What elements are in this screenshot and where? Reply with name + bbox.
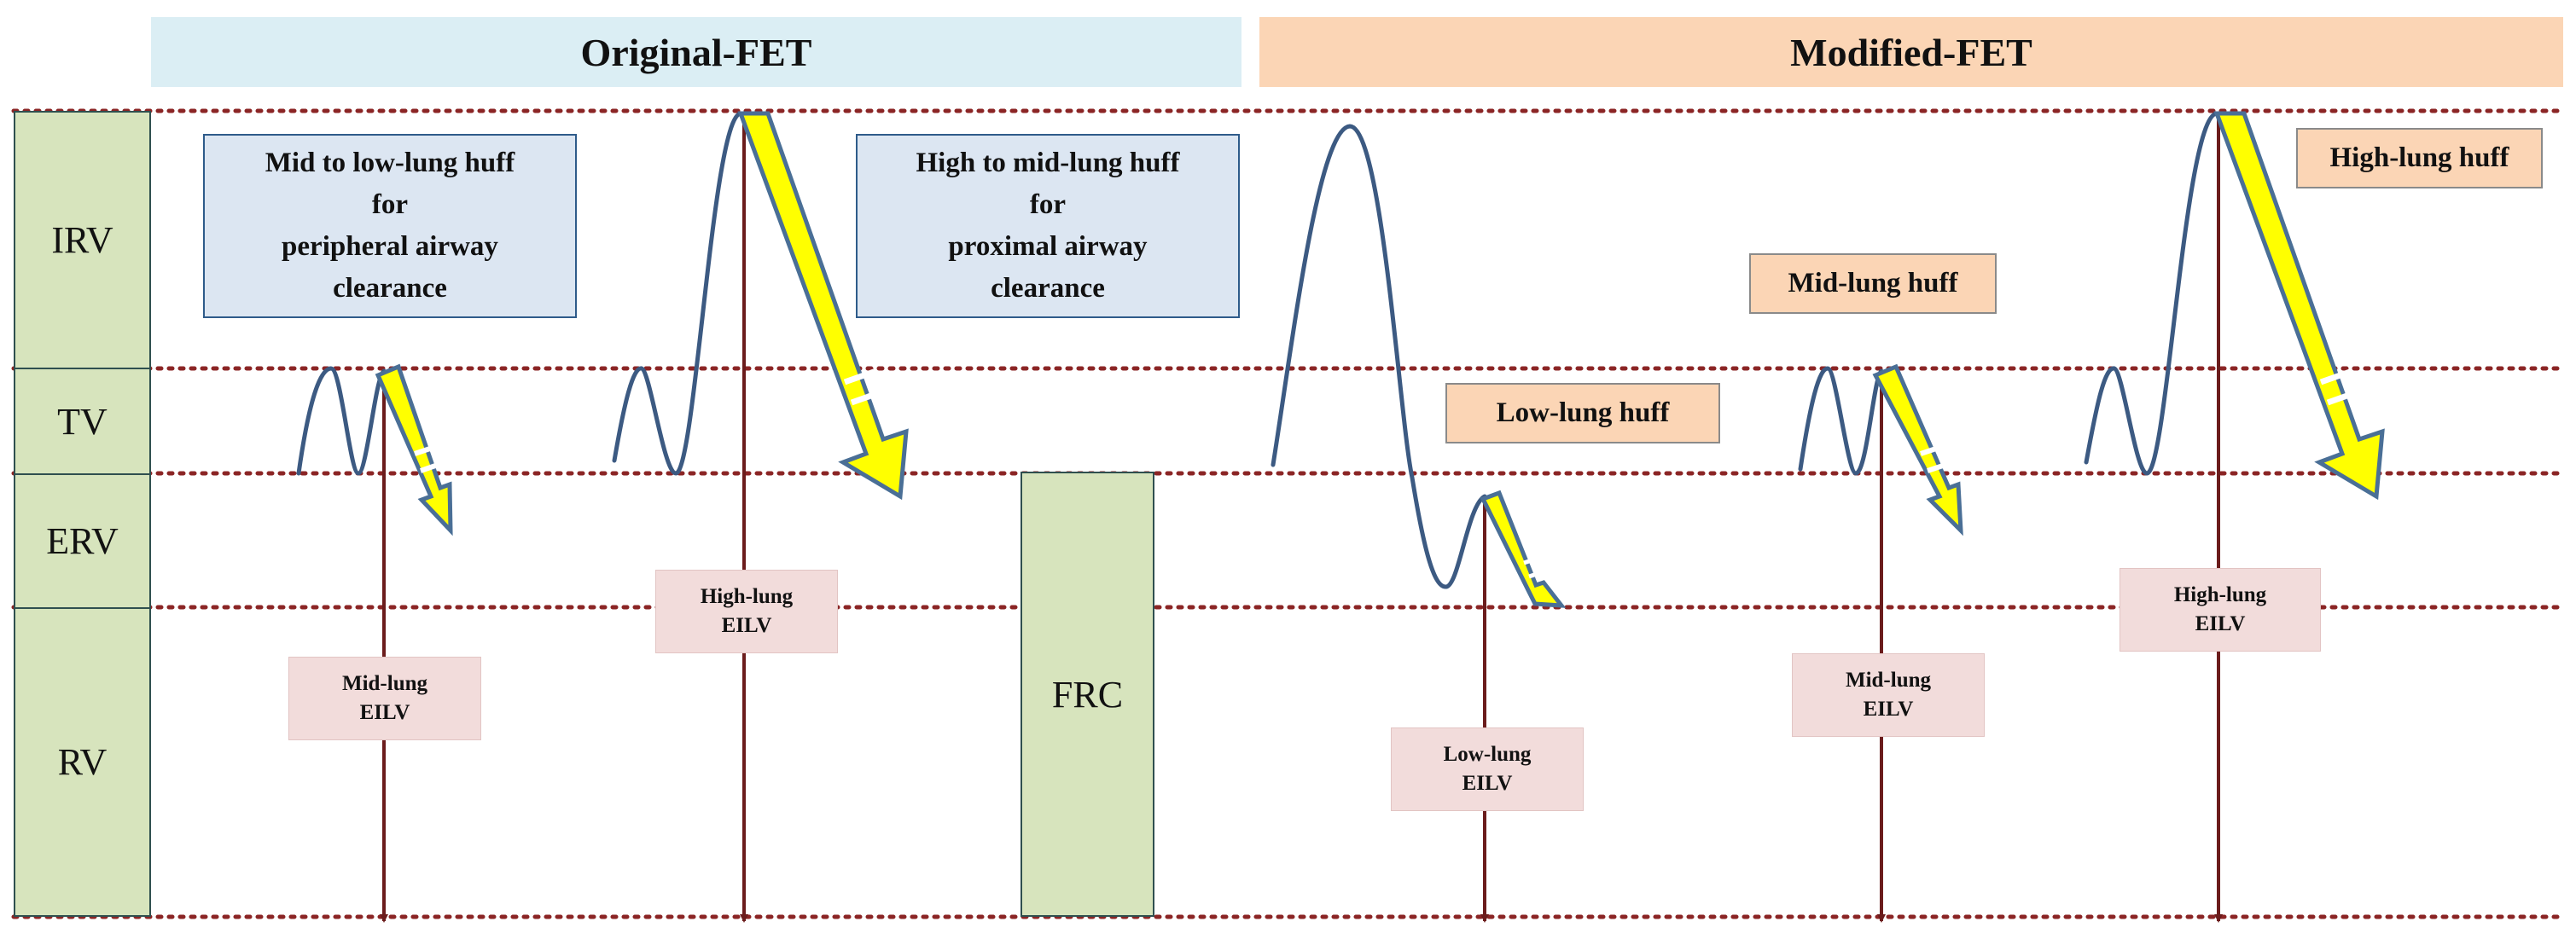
volume-irv: IRV — [14, 111, 151, 369]
huff-arrows — [375, 111, 2385, 608]
modified-fet-header: Modified-FET — [1259, 17, 2563, 87]
huff-arrow-orig-mid — [375, 363, 453, 536]
volume-rv: RV — [14, 607, 151, 917]
mid-lung-huff-label: Mid-lung huff — [1749, 253, 1997, 314]
eilv-label-mod-low: Low-lung EILV — [1391, 727, 1584, 811]
waveform-mod-low — [1271, 124, 1487, 589]
waveform-mod-high — [2084, 111, 2219, 476]
huff-arrow-mod-high — [2213, 111, 2385, 501]
high-lung-huff-label: High-lung huff — [2296, 128, 2543, 188]
waveform-orig-mid — [296, 366, 387, 476]
volume-tv: TV — [14, 368, 151, 475]
eilv-label-mod-high: High-lung EILV — [2120, 568, 2321, 652]
huff-arrow-mod-low — [1480, 490, 1567, 608]
eilv-label-orig-high: High-lung EILV — [655, 570, 838, 653]
breathing-waveforms — [296, 111, 2219, 589]
volume-frc: FRC — [1021, 472, 1154, 917]
low-lung-huff-label: Low-lung huff — [1445, 383, 1720, 443]
eilv-lines — [380, 114, 2223, 923]
proximal-clearance-box: High to mid-lung huff for proximal airwa… — [856, 134, 1240, 318]
eilv-label-orig-mid: Mid-lung EILV — [288, 657, 481, 740]
waveform-mod-mid — [1798, 366, 1884, 476]
peripheral-clearance-box: Mid to low-lung huff for peripheral airw… — [203, 134, 577, 318]
huff-arrow-orig-high — [737, 111, 909, 501]
waveform-orig-high — [612, 111, 743, 476]
volume-erv: ERV — [14, 473, 151, 609]
eilv-label-mod-mid: Mid-lung EILV — [1792, 653, 1985, 737]
original-fet-header: Original-FET — [151, 17, 1241, 87]
huff-arrow-mod-mid — [1872, 363, 1963, 536]
